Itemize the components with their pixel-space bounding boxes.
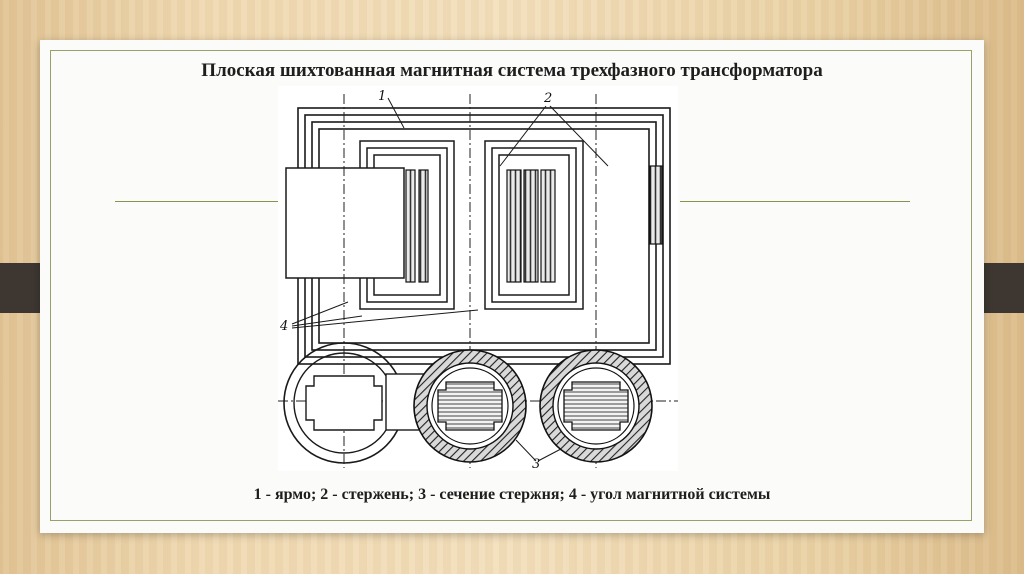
label-corner: 4	[279, 319, 288, 334]
winding-blocks	[405, 165, 663, 283]
slide-title: Плоская шихтованная магнитная система тр…	[201, 60, 823, 81]
right-window	[484, 140, 584, 310]
divider-left	[115, 201, 285, 202]
leader-lines	[291, 97, 609, 462]
label-cores: 2	[543, 91, 552, 106]
core-sections	[283, 342, 653, 464]
slide-border	[50, 50, 972, 521]
transformer-figure: 1 2 4 3	[278, 86, 678, 472]
label-core-section: 3	[532, 457, 540, 471]
divider-right	[680, 201, 910, 202]
transformer-drawing: 1 2 4 3	[278, 89, 678, 472]
slide-caption: 1 - ярмо; 2 - стержень; 3 - сечение стер…	[253, 486, 771, 503]
label-yoke: 1	[378, 89, 386, 104]
slide: Плоская шихтованная магнитная система тр…	[40, 40, 984, 533]
blank-block	[285, 167, 405, 279]
